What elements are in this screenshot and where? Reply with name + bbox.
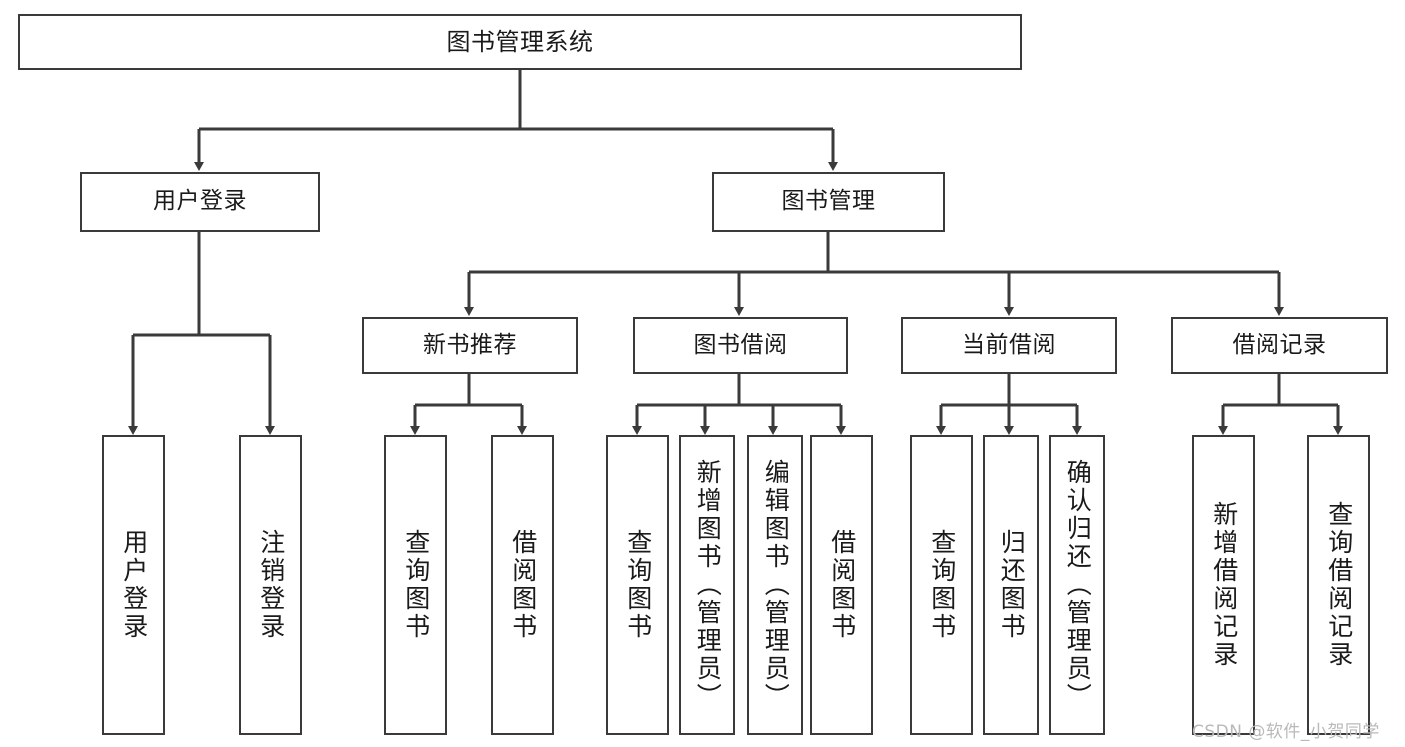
node-borrow-record[interactable]: 借阅记录 (1171, 317, 1388, 374)
node-root-label: 图书管理系统 (446, 27, 594, 56)
leaf-user-login-login[interactable]: 用户登录 (102, 435, 165, 735)
leaf-current-borrow-confirm[interactable]: 确认归还（管理员） (1049, 435, 1105, 735)
leaf-user-login-logout-label: 注销登录 (256, 529, 286, 641)
leaf-user-login-login-label: 用户登录 (119, 529, 149, 641)
leaf-borrow-record-add-label: 新增借阅记录 (1209, 501, 1239, 669)
node-current-borrow-label: 当前借阅 (962, 331, 1056, 358)
node-book-management[interactable]: 图书管理 (712, 172, 945, 232)
node-new-book-recommend-label: 新书推荐 (423, 331, 517, 358)
leaf-book-borrow-query[interactable]: 查询图书 (606, 435, 669, 735)
leaf-user-login-logout[interactable]: 注销登录 (239, 435, 302, 735)
leaf-book-borrow-query-label: 查询图书 (623, 529, 653, 641)
node-user-login[interactable]: 用户登录 (80, 172, 320, 232)
leaf-book-borrow-edit[interactable]: 编辑图书（管理员） (747, 435, 803, 735)
leaf-borrow-record-query[interactable]: 查询借阅记录 (1307, 435, 1370, 735)
leaf-new-book-borrow-label: 借阅图书 (508, 529, 538, 641)
leaf-book-borrow-borrow-label: 借阅图书 (827, 529, 857, 641)
node-book-borrow[interactable]: 图书借阅 (633, 317, 848, 374)
leaf-borrow-record-add[interactable]: 新增借阅记录 (1192, 435, 1255, 735)
leaf-book-borrow-add[interactable]: 新增图书（管理员） (679, 435, 735, 735)
leaf-book-borrow-borrow[interactable]: 借阅图书 (810, 435, 873, 735)
node-book-borrow-label: 图书借阅 (693, 331, 788, 358)
leaf-current-borrow-return-label: 归还图书 (997, 529, 1027, 641)
leaf-book-borrow-edit-label: 编辑图书（管理员） (761, 459, 791, 711)
leaf-new-book-query-label: 查询图书 (401, 529, 431, 641)
leaf-current-borrow-query[interactable]: 查询图书 (910, 435, 973, 735)
node-current-borrow[interactable]: 当前借阅 (901, 317, 1117, 374)
node-borrow-record-label: 借阅记录 (1232, 331, 1327, 358)
leaf-new-book-borrow[interactable]: 借阅图书 (491, 435, 554, 735)
leaf-new-book-query[interactable]: 查询图书 (384, 435, 447, 735)
node-root[interactable]: 图书管理系统 (18, 14, 1022, 70)
leaf-borrow-record-query-label: 查询借阅记录 (1324, 501, 1354, 669)
leaf-book-borrow-add-label: 新增图书（管理员） (693, 459, 723, 711)
csdn-watermark: CSDN @软件_小贺同学 (1192, 722, 1380, 742)
leaf-current-borrow-confirm-label: 确认归还（管理员） (1063, 459, 1093, 711)
leaf-current-borrow-query-label: 查询图书 (927, 529, 957, 641)
node-new-book-recommend[interactable]: 新书推荐 (362, 317, 578, 374)
leaf-current-borrow-return[interactable]: 归还图书 (983, 435, 1039, 735)
node-user-login-label: 用户登录 (153, 188, 247, 215)
node-book-management-label: 图书管理 (781, 188, 876, 215)
